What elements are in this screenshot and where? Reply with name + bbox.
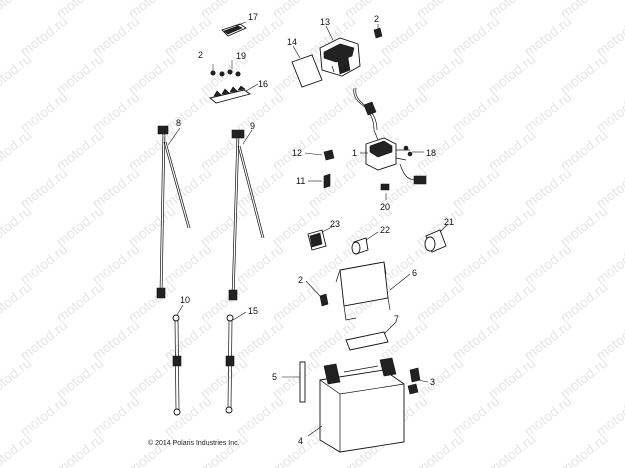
callout-2-top-right: 2 bbox=[374, 14, 379, 24]
callout-1: 1 bbox=[352, 148, 357, 158]
callout-13: 13 bbox=[320, 17, 330, 27]
part-7-pad bbox=[345, 331, 389, 351]
callout-9: 9 bbox=[250, 121, 255, 131]
part-15-cable bbox=[225, 314, 235, 414]
part-8-cable bbox=[156, 125, 191, 299]
part-4-battery bbox=[319, 357, 405, 453]
callout-10: 10 bbox=[180, 295, 190, 305]
part-2-bolt-top bbox=[373, 27, 383, 39]
callout-3: 3 bbox=[430, 377, 435, 387]
callout-4: 4 bbox=[298, 436, 303, 446]
callout-2-bracket: 2 bbox=[298, 275, 303, 285]
callout-5: 5 bbox=[272, 372, 277, 382]
part-16-terminal-block bbox=[209, 85, 252, 104]
part-23-boot bbox=[307, 229, 327, 251]
callout-14: 14 bbox=[287, 37, 297, 47]
part-14-pad bbox=[291, 54, 323, 88]
callout-2-top-left: 2 bbox=[198, 50, 203, 60]
part-10-cable bbox=[172, 314, 182, 416]
part-6-bracket bbox=[335, 261, 391, 321]
callout-22: 22 bbox=[380, 225, 390, 235]
part-18-bolts bbox=[403, 145, 413, 157]
callout-21: 21 bbox=[444, 217, 454, 227]
part-5-tube bbox=[299, 361, 306, 403]
callout-labels: 17 2 13 14 2 19 16 8 9 12 1 18 11 20 23 … bbox=[176, 12, 454, 446]
part-11-bolt bbox=[323, 173, 331, 189]
callout-16: 16 bbox=[258, 79, 268, 89]
part-3-terminal bbox=[407, 367, 421, 395]
callout-7: 7 bbox=[394, 314, 399, 324]
part-2-bolt-bracket bbox=[319, 293, 329, 307]
callout-23: 23 bbox=[330, 219, 340, 229]
callout-12: 12 bbox=[292, 148, 302, 158]
part-1-solenoid bbox=[365, 129, 427, 185]
callout-20: 20 bbox=[380, 202, 390, 212]
part-19-terminals bbox=[210, 60, 241, 77]
part-21-boot bbox=[424, 229, 447, 253]
copyright-text: © 2014 Polaris Industries Inc. bbox=[148, 440, 240, 447]
callout-11: 11 bbox=[296, 176, 305, 186]
part-22-boot bbox=[351, 237, 369, 255]
part-12-nut bbox=[323, 149, 335, 161]
callout-17: 17 bbox=[248, 12, 258, 22]
callout-6: 6 bbox=[412, 268, 417, 278]
part-13-relay-box bbox=[319, 37, 361, 77]
callout-15: 15 bbox=[248, 306, 258, 316]
part-9-cable bbox=[228, 129, 265, 301]
part-17-connector bbox=[221, 23, 247, 37]
callout-8: 8 bbox=[176, 118, 181, 128]
callout-19: 19 bbox=[236, 51, 246, 61]
part-20-nut bbox=[380, 183, 390, 191]
callout-18: 18 bbox=[426, 148, 436, 158]
